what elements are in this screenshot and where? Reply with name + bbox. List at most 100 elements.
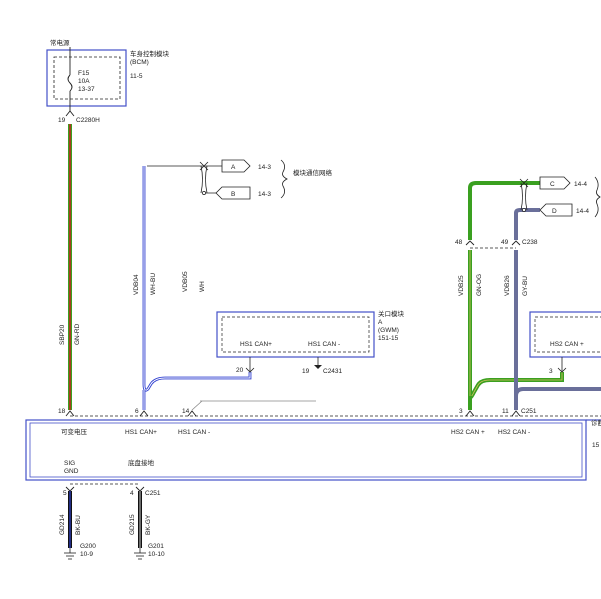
bcm-connector-id: C2280H — [76, 117, 100, 124]
splice-icon — [522, 208, 526, 212]
gwm-hs1-plus: HS1 CAN+ — [240, 341, 272, 348]
ground-icon — [134, 548, 146, 560]
connector-d-ref: 14-4 — [576, 208, 589, 215]
main-module-side-ref: 15 — [592, 442, 600, 449]
fuse-rating: 10A — [78, 78, 90, 85]
gwm-ref: 151-15 — [378, 335, 399, 342]
main-module-inner — [29, 422, 583, 478]
main-label-hs2-plus: HS2 CAN + — [451, 429, 485, 436]
connector-arrow-icon — [135, 486, 145, 492]
gwm-sub2: (GWM) — [378, 327, 399, 334]
main-pin-11: 11 — [502, 408, 509, 415]
connector-arrow-icon — [65, 486, 75, 492]
wire-gd214-color: BK-BU — [75, 515, 82, 535]
wire-hs1-minus-diag — [191, 400, 203, 411]
connector-a-letter: A — [231, 164, 236, 171]
bcm-ref: 11-5 — [130, 73, 143, 80]
ground-g201-id: G201 — [148, 543, 164, 550]
main-connector-top-id: C251 — [521, 408, 537, 415]
fuse-id: F15 — [78, 70, 90, 77]
wire-vdb25 — [468, 181, 540, 240]
wire-vdb26 — [514, 208, 540, 240]
fuse-ref: 13-37 — [78, 86, 95, 93]
connector-arrow-icon — [511, 240, 521, 246]
wire-vdb25-circuit: VDB25 — [458, 275, 465, 296]
connector-arrow-icon — [245, 367, 255, 373]
gwm-pin-19: 19 — [302, 368, 310, 375]
wire-vdb04-inner — [143, 166, 251, 391]
wire-vdb26-circuit: VDB26 — [504, 275, 511, 296]
splice-icon — [202, 191, 206, 195]
connector-b-ref: 14-3 — [258, 191, 271, 198]
bottom-connector-id: C251 — [145, 490, 161, 497]
main-module-side-label: 诊断 — [591, 418, 601, 427]
wire-gd214-circuit: GD214 — [59, 514, 66, 535]
connector-arrow-icon — [314, 365, 322, 369]
connector-arrow-icon — [465, 410, 475, 417]
wire-vdb26-color: GY-BU — [522, 276, 529, 296]
gwm-hs1-minus: HS1 CAN - — [308, 341, 340, 348]
main-label-gnd: GND — [64, 468, 79, 475]
bcm-pin-19: 19 — [58, 117, 66, 124]
main-pin-18: 18 — [58, 408, 66, 415]
main-label-variable-voltage: 可变电压 — [61, 427, 88, 436]
main-label-hs1-minus: HS1 CAN - — [178, 429, 210, 436]
ground-icon — [64, 548, 76, 560]
wire-vdb05-color: WH — [199, 281, 206, 292]
connector-b-flag — [215, 186, 251, 200]
wire-vdb04-circuit: VDB04 — [133, 274, 140, 295]
bcm-title: 车身控制模块 — [130, 49, 170, 58]
wire-gd215-circuit: GD215 — [129, 514, 136, 535]
connector-c-ref: 14-4 — [574, 181, 587, 188]
wire-vdb05-circuit: VDB05 — [182, 271, 189, 292]
connector-arrow-icon — [139, 410, 149, 417]
c238-connector-id: C238 — [522, 239, 538, 246]
bottom-pin-5: 5 — [63, 490, 67, 497]
gwm-sub1: A — [378, 319, 383, 326]
fuse-icon — [67, 74, 73, 92]
bcm-module-box — [46, 49, 127, 107]
power-source-label: 常电源 — [50, 38, 70, 47]
brace-icon — [280, 159, 288, 199]
connector-c-flag — [539, 176, 571, 190]
network-label: 模块通信网络 — [293, 168, 333, 177]
right-module-box — [529, 311, 601, 358]
wire-gd215-color: BK-GY — [145, 514, 152, 535]
gwm-pin-20: 20 — [236, 367, 244, 374]
right-module-inner — [534, 316, 601, 353]
bottom-pin-4: 4 — [130, 490, 134, 497]
ground-g200-ref: 10-9 — [80, 551, 93, 558]
twisted-pair-icon — [199, 161, 209, 194]
gwm-module-box — [216, 311, 375, 358]
bcm-fuse-box — [53, 56, 121, 100]
bcm-abbr: (BCM) — [130, 59, 149, 66]
connector-arrow-icon — [465, 240, 475, 246]
wire-vdb25-color: GN-OG — [476, 274, 483, 296]
connector-d-flag — [539, 203, 573, 217]
wire-sbp20-circuit: SBP20 — [59, 324, 66, 345]
connector-arrow-icon — [511, 410, 521, 417]
connector-arrow-icon — [65, 410, 75, 417]
main-label-sig: SIG — [64, 460, 75, 467]
connector-d-letter: D — [552, 208, 557, 215]
main-module-outer — [25, 419, 587, 481]
main-pin-6: 6 — [135, 408, 139, 415]
connector-a-ref: 14-3 — [258, 164, 271, 171]
main-pin-3: 3 — [459, 408, 463, 415]
gwm-connector-id: C2431 — [323, 368, 343, 375]
main-label-chassis-ground: 底盘接地 — [128, 458, 155, 467]
twisted-pair-icon — [519, 178, 529, 211]
connector-c-letter: C — [550, 181, 555, 188]
wire-vdb26-branch — [514, 387, 601, 397]
main-label-hs2-minus: HS2 CAN - — [498, 429, 530, 436]
c238-pin-49: 49 — [501, 239, 509, 246]
right-module-pin-3: 3 — [549, 368, 553, 375]
connector-arrow-icon — [187, 410, 197, 417]
connector-arrow-icon — [65, 110, 75, 117]
ground-g201-ref: 10-10 — [148, 551, 165, 558]
brace-icon — [594, 176, 601, 218]
wire-vdb04-color: WH-BU — [150, 273, 157, 295]
connector-a-flag — [221, 159, 251, 173]
wire-sbp20-color: GN-RD — [74, 323, 81, 345]
